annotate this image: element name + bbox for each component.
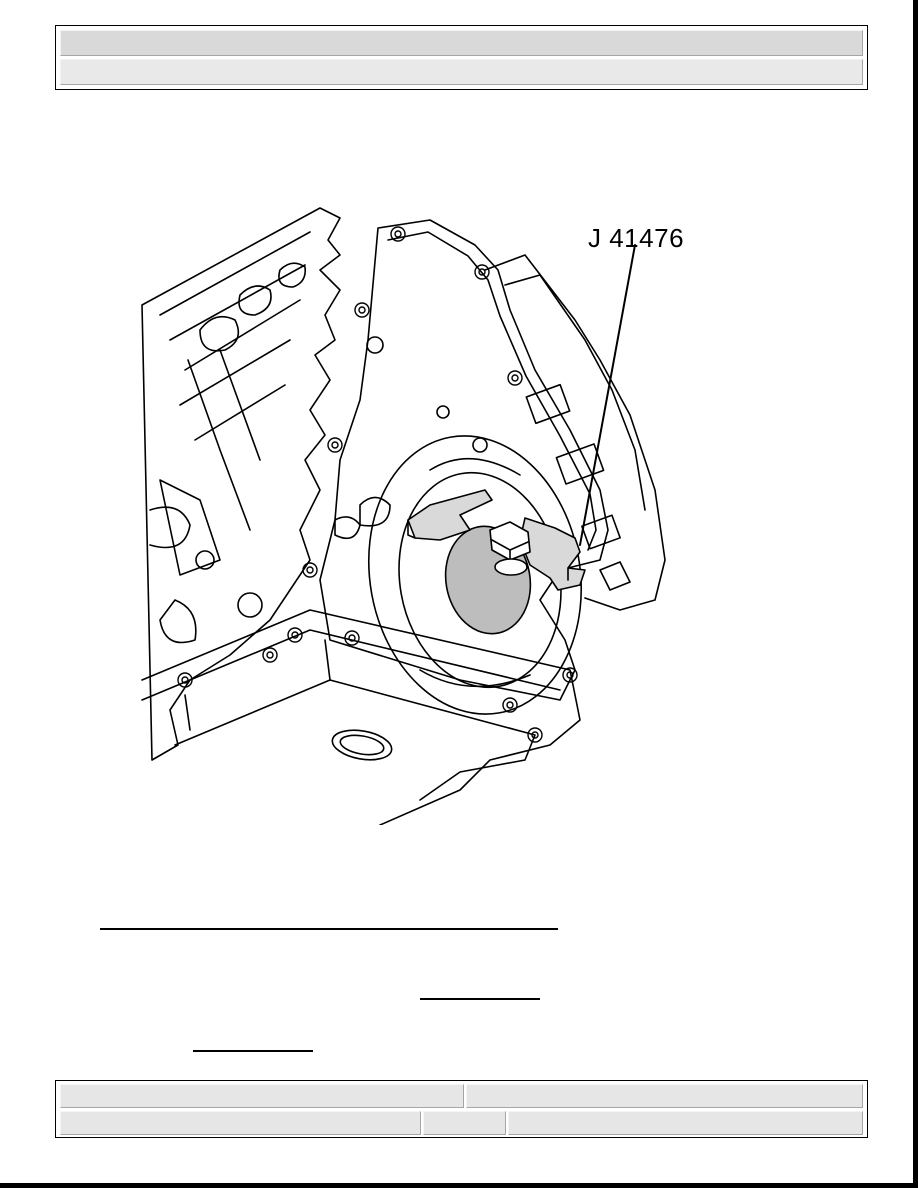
link-underline-2[interactable]: [193, 1050, 313, 1052]
footer-cell-5: [508, 1111, 863, 1135]
tool-callout-label: J 41476: [588, 223, 685, 253]
footer-cell-1: [60, 1084, 464, 1108]
footer-table: [55, 1080, 868, 1138]
page-frame-right: [913, 0, 918, 1188]
engine-front-cover-illustration: [141, 207, 666, 825]
header-row-2: [60, 59, 863, 85]
footer-cell-4: [423, 1111, 506, 1135]
text-rule-1: [100, 928, 558, 930]
header-table: [55, 25, 868, 90]
footer-cell-3: [60, 1111, 421, 1135]
header-row-1: [60, 30, 863, 56]
footer-cell-2: [466, 1084, 863, 1108]
page-frame-bottom: [0, 1183, 918, 1188]
link-underline-1[interactable]: [420, 998, 540, 1000]
